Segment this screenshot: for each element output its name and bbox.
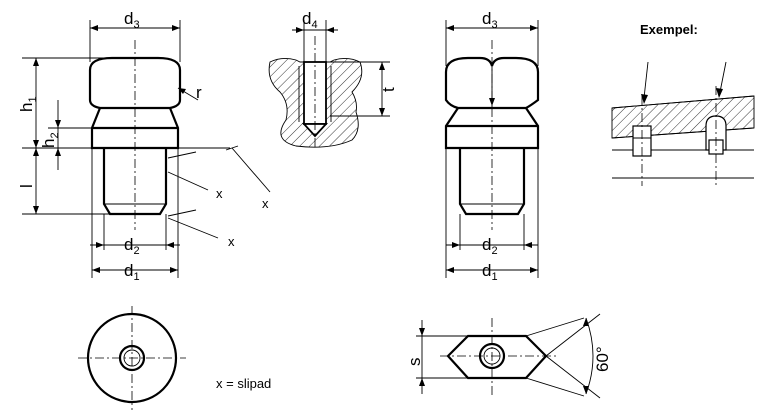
side-view-diamond [444, 20, 540, 278]
label-x-1: x [216, 186, 223, 201]
label-angle: 60° [593, 346, 612, 372]
top-view-round [78, 306, 186, 410]
section-view-thread [268, 20, 390, 150]
label-d3: d3 [124, 9, 140, 31]
top-view-diamond [416, 313, 601, 399]
section-view-labels: d4 t [302, 9, 398, 92]
label-x-3: x [228, 234, 235, 249]
legend-note: x = slipad [216, 376, 271, 391]
label-s: s [405, 358, 424, 367]
label-r: r [196, 83, 202, 102]
label-d3-diamond: d3 [482, 9, 498, 31]
example-view [611, 61, 755, 186]
label-d2-diamond: d2 [482, 235, 498, 257]
label-d4: d4 [302, 9, 318, 31]
label-d1-diamond: d1 [482, 261, 498, 283]
side-view-round-labels: d3 d2 d1 h1 h2 l r x x x [17, 9, 269, 283]
label-h1: h1 [17, 96, 39, 112]
label-l: l [17, 184, 36, 188]
label-d1: d1 [124, 261, 140, 283]
label-h2: h2 [39, 132, 61, 148]
side-view-round [22, 20, 271, 278]
label-d2: d2 [124, 235, 140, 257]
side-view-diamond-labels: d3 d2 d1 [482, 9, 498, 283]
label-t: t [379, 87, 398, 92]
label-x-2: x [262, 196, 269, 211]
example-title: Exempel: [640, 22, 698, 37]
